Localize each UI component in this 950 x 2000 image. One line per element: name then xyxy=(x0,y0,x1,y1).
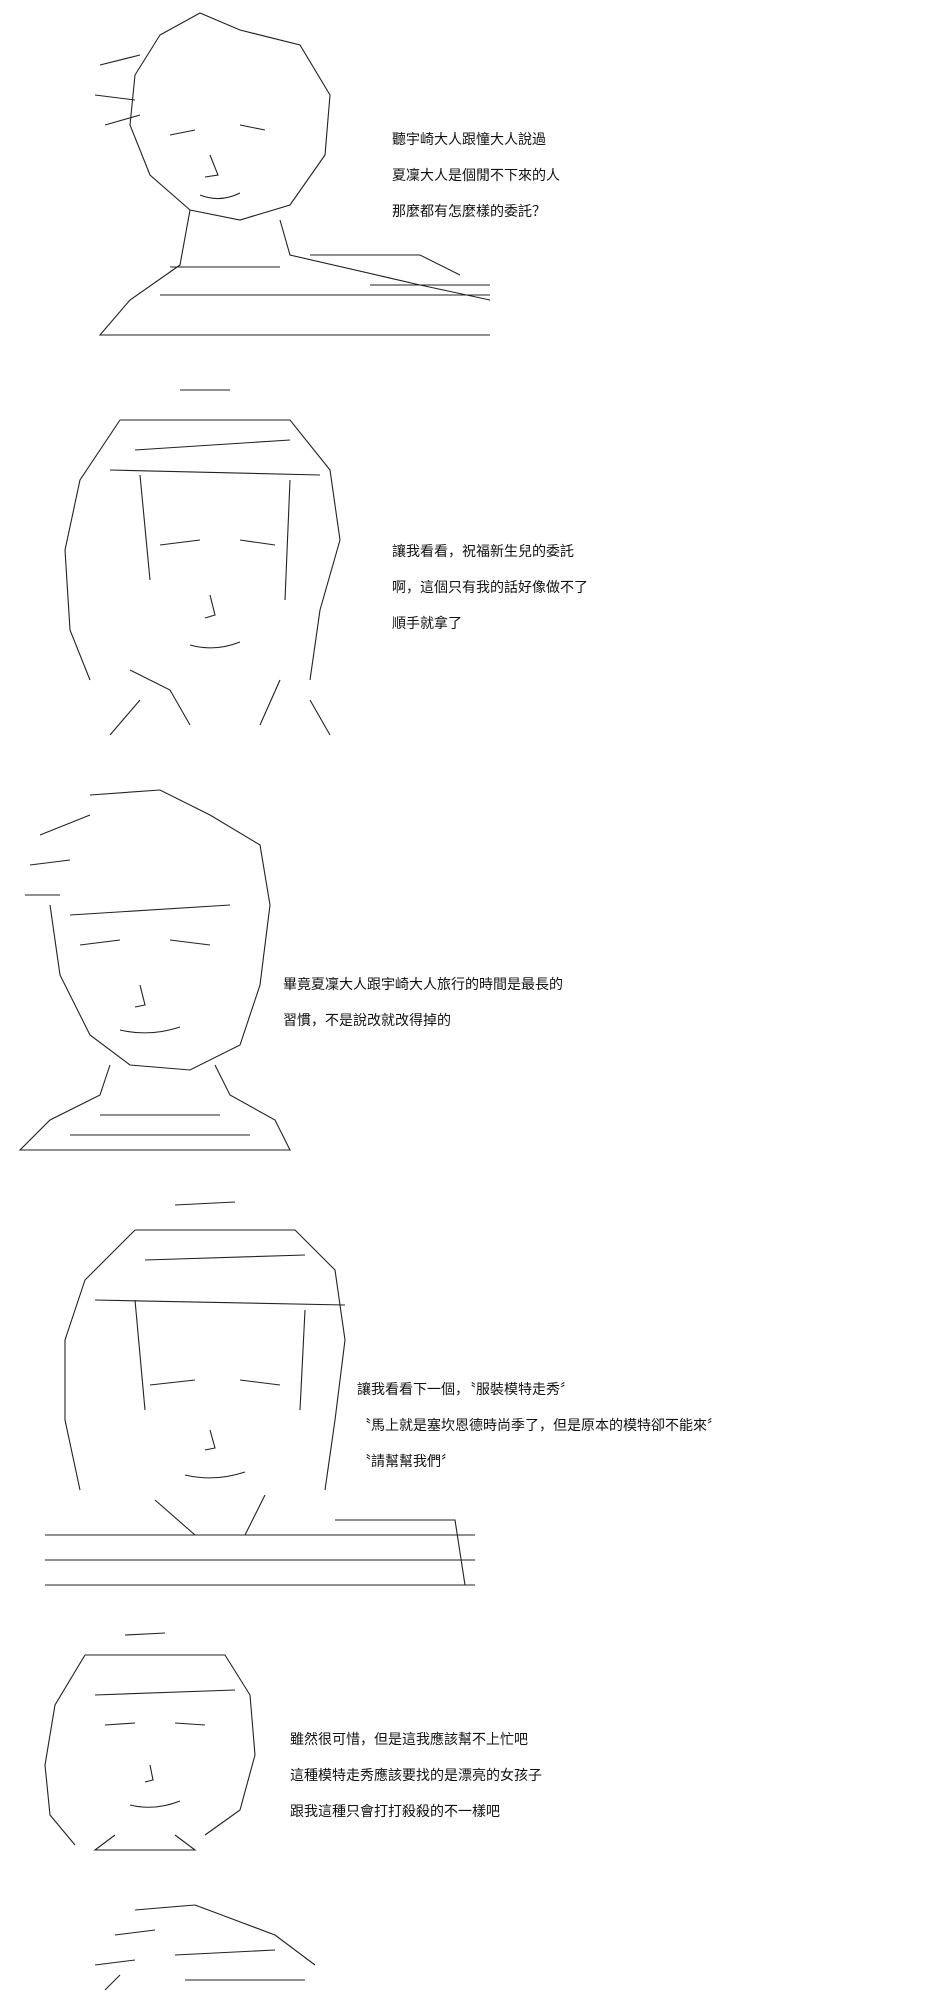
dialogue-block: 聽宇崎大人跟憧大人說過 夏凜大人是個閒不下來的人 那麼都有怎麼樣的委託？ xyxy=(392,122,560,230)
dialogue-line: 那麼都有怎麼樣的委託？ xyxy=(392,204,546,220)
ascii-art-character-1 xyxy=(40,5,490,350)
panel-3: 畢竟夏凜大人跟宇崎大人旅行的時間是最長的 習慣，不是說改就改得掉的 xyxy=(0,785,950,1165)
panel-6 xyxy=(0,1895,950,2000)
dialogue-block: 畢竟夏凜大人跟宇崎大人旅行的時間是最長的 習慣，不是說改就改得掉的 xyxy=(283,967,563,1039)
ascii-art-character-3 xyxy=(10,785,300,1160)
panel-4: 讓我看看下一個，〝服裝模特走秀〞 〝馬上就是塞坎恩德時尚季了，但是原本的模特卻不… xyxy=(0,1190,950,1600)
panel-2: 讓我看看，祝福新生兒的委託 啊，這個只有我的話好像做不了 順手就拿了 xyxy=(0,380,950,750)
ascii-art-character-4 xyxy=(35,1190,475,1595)
dialogue-block: 讓我看看下一個，〝服裝模特走秀〞 〝馬上就是塞坎恩德時尚季了，但是原本的模特卻不… xyxy=(357,1372,721,1480)
dialogue-line: 習慣，不是說改就改得掉的 xyxy=(283,1013,451,1029)
dialogue-line: 夏凜大人是個閒不下來的人 xyxy=(392,168,560,184)
panel-5: 雖然很可惜，但是這我應該幫不上忙吧 這種模特走秀應該要找的是漂亮的女孩子 跟我這… xyxy=(0,1625,950,1875)
dialogue-block: 雖然很可惜，但是這我應該幫不上忙吧 這種模特走秀應該要找的是漂亮的女孩子 跟我這… xyxy=(290,1722,542,1830)
panel-1: 聽宇崎大人跟憧大人說過 夏凜大人是個閒不下來的人 那麼都有怎麼樣的委託？ xyxy=(0,0,950,360)
ascii-art-character-5 xyxy=(35,1625,275,1870)
dialogue-line: 〝請幫幫我們〞 xyxy=(357,1454,455,1470)
dialogue-line: 跟我這種只會打打殺殺的不一樣吧 xyxy=(290,1804,500,1820)
dialogue-line: 畢竟夏凜大人跟宇崎大人旅行的時間是最長的 xyxy=(283,977,563,993)
dialogue-line: 這種模特走秀應該要找的是漂亮的女孩子 xyxy=(290,1768,542,1784)
dialogue-line: 〝馬上就是塞坎恩德時尚季了，但是原本的模特卻不能來〞 xyxy=(357,1418,721,1434)
ascii-art-character-6 xyxy=(75,1895,335,2000)
dialogue-line: 聽宇崎大人跟憧大人說過 xyxy=(392,132,546,148)
dialogue-line: 讓我看看，祝福新生兒的委託 xyxy=(392,544,574,560)
ascii-art-character-2 xyxy=(50,380,350,745)
dialogue-line: 雖然很可惜，但是這我應該幫不上忙吧 xyxy=(290,1732,528,1748)
dialogue-line: 順手就拿了 xyxy=(392,616,462,632)
dialogue-line: 讓我看看下一個，〝服裝模特走秀〞 xyxy=(357,1382,574,1398)
dialogue-line: 啊，這個只有我的話好像做不了 xyxy=(392,580,588,596)
dialogue-block: 讓我看看，祝福新生兒的委託 啊，這個只有我的話好像做不了 順手就拿了 xyxy=(392,534,588,642)
